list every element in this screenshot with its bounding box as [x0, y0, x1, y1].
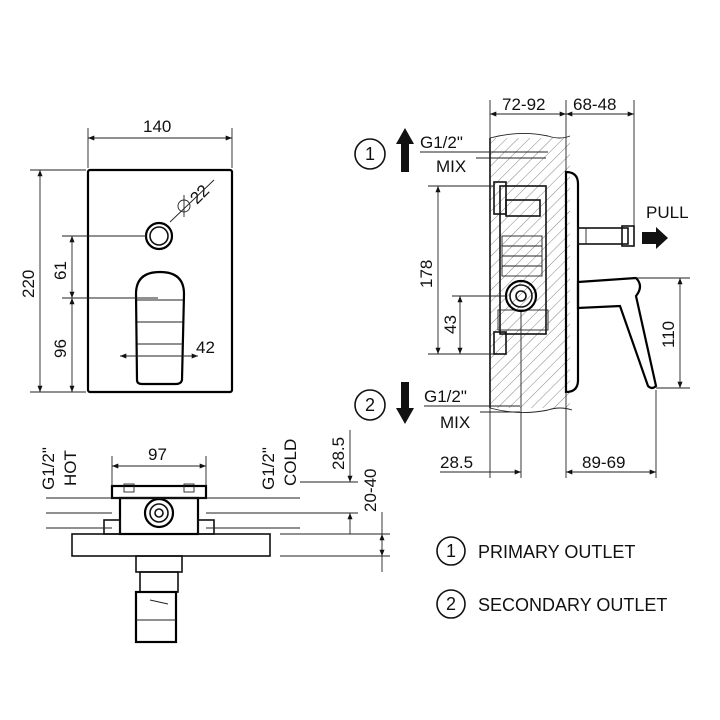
wall-section	[490, 138, 570, 408]
cold-label: COLD	[281, 439, 300, 486]
legend-marker-2	[436, 589, 466, 619]
mix-bottom: MIX	[440, 413, 470, 432]
dim-110: 110	[659, 321, 678, 348]
legend-marker-1	[436, 536, 466, 566]
bottom-outlet	[143, 497, 175, 529]
thread-bottom: G1/2"	[424, 387, 467, 406]
thread-top: G1/2"	[420, 133, 463, 152]
dim-height-220: 220	[19, 270, 38, 298]
dim-width-140: 140	[143, 117, 171, 136]
pull-arrow-icon	[642, 227, 668, 249]
bottom-lever	[134, 590, 178, 644]
dim-28-5-bottom: 28.5	[329, 437, 348, 470]
dim-97: 97	[148, 445, 167, 464]
dim-28-5-side: 28.5	[440, 453, 473, 472]
legend-label-2: SECONDARY OUTLET	[478, 595, 667, 615]
front-plate	[86, 168, 234, 394]
mixer-body	[499, 185, 547, 335]
diverter-knob-inner	[149, 226, 169, 246]
marker-1	[354, 138, 386, 170]
front-view: 140 220 61 96 22 42	[19, 117, 234, 394]
hot-label: HOT	[61, 450, 80, 486]
dim-61: 61	[51, 261, 70, 280]
pull-knob	[577, 227, 629, 245]
legend-label-1: PRIMARY OUTLET	[478, 542, 635, 562]
legend-num-2: 2	[446, 594, 456, 614]
pull-label: PULL	[646, 203, 689, 222]
legend: 1 PRIMARY OUTLET 2 SECONDARY OUTLET	[436, 536, 667, 619]
lever-side	[576, 276, 658, 390]
lever-handle	[134, 270, 186, 386]
dim-43: 43	[441, 315, 460, 334]
mix-top: MIX	[436, 157, 466, 176]
marker-2	[354, 389, 386, 421]
side-view: PULL 72-92 68-48 1 G1/2" MIX 178 43 110	[354, 95, 690, 478]
cover-plate	[564, 170, 580, 394]
hot-thread: G1/2"	[39, 447, 58, 490]
cold-thread: G1/2"	[259, 447, 278, 490]
dim-96: 96	[51, 339, 70, 358]
wall-strip	[71, 533, 271, 557]
dim-68-48: 68-48	[573, 95, 616, 114]
bottom-view: 97 G1/2" HOT G1/2" COLD 28.5 20-40	[39, 430, 390, 644]
dim-89-69: 89-69	[582, 453, 625, 472]
dim-20-40: 20-40	[361, 469, 380, 512]
dim-42: 42	[196, 338, 215, 357]
marker-2-num: 2	[365, 395, 375, 415]
marker-1-num: 1	[365, 144, 375, 164]
dim-72-92: 72-92	[502, 95, 545, 114]
dim-178: 178	[417, 260, 436, 288]
arrow-down-icon	[396, 382, 414, 424]
arrow-up-icon	[396, 128, 414, 172]
legend-num-1: 1	[446, 541, 456, 561]
